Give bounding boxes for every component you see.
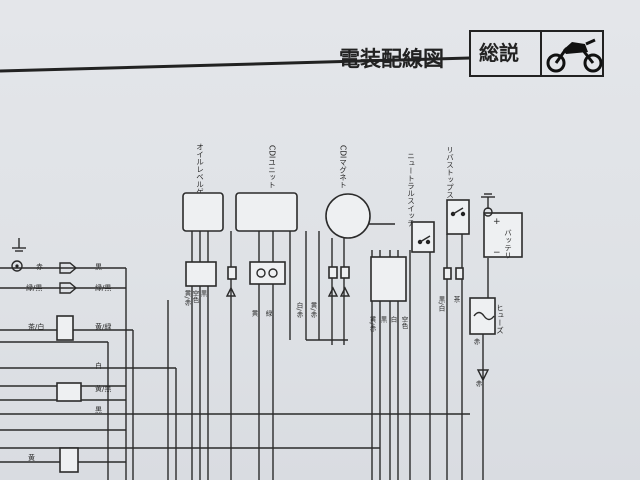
connector-cdi-unit xyxy=(249,261,286,285)
oil-level-gauge xyxy=(182,192,224,232)
wires-switches xyxy=(446,234,489,480)
wire-label: 赤 xyxy=(474,380,482,387)
label-cdi-unit: CDIユニット xyxy=(268,145,277,188)
header-tab xyxy=(469,30,604,77)
wire-label: 黄 xyxy=(250,309,258,318)
wire-label: 緑/黒 xyxy=(26,283,42,292)
cdi-unit xyxy=(235,192,298,232)
wire-label: 空色 xyxy=(191,289,199,304)
wire-label: 黒 xyxy=(95,263,102,271)
wire-label: 赤 xyxy=(36,263,43,271)
wire-label: 黄/赤 xyxy=(309,301,317,318)
label-reverse-stop-switch: リバストップスイッチ xyxy=(445,146,454,221)
connector-magneto xyxy=(370,256,407,302)
neutral-switch xyxy=(411,221,435,253)
connector-left-3 xyxy=(59,447,79,473)
label-battery: バッテリ xyxy=(503,229,512,259)
wire-label: 茶/白 xyxy=(28,322,44,331)
wire-label: 茶 xyxy=(452,295,460,303)
motorcycle-icon xyxy=(546,38,603,73)
wire-label: 緑/黒 xyxy=(95,283,111,292)
wire-label: 白/赤 xyxy=(295,301,303,318)
wire-label: 黄/黒 xyxy=(95,384,111,393)
ground-symbol xyxy=(11,238,26,272)
fuse xyxy=(469,297,496,335)
connector-left-1 xyxy=(56,315,74,341)
ground-symbol xyxy=(481,193,495,217)
svg-text:+: + xyxy=(493,217,501,227)
wire-label: 黒 xyxy=(95,406,102,414)
wire-label: 黄/緑 xyxy=(95,322,111,331)
wire-label: 緑 xyxy=(264,309,272,317)
page-title: 電装配線図 xyxy=(339,47,444,71)
wire-label: 黄 xyxy=(28,453,35,462)
label-oil-level-gauge: オイルレベルゲージ xyxy=(195,143,204,211)
label-fuse: ヒューズ xyxy=(495,304,504,335)
wire-label: 黒 xyxy=(199,290,207,298)
reverse-stop-switch xyxy=(446,199,470,235)
cdi-magneto xyxy=(325,193,371,239)
label-neutral-switch: ニュートラルスイッチ xyxy=(406,152,415,227)
wire-label: 黒 xyxy=(379,316,387,324)
section-label: 総説 xyxy=(479,41,519,65)
wire-label: 黄/赤 xyxy=(183,289,191,306)
header-rule xyxy=(0,56,471,73)
connector-left-2 xyxy=(56,382,82,402)
label-cdi-magneto: CDIマグネト xyxy=(338,145,347,188)
battery xyxy=(483,212,523,258)
wire-label: 黄/赤 xyxy=(368,315,376,332)
connector-oil-gauge xyxy=(185,261,217,287)
wire-label: 白 xyxy=(95,361,102,370)
wire-label: 白 xyxy=(389,315,397,324)
wire-label: 赤 xyxy=(472,338,480,345)
svg-text:−: − xyxy=(493,248,501,258)
wire-label: 空色 xyxy=(400,315,408,330)
wire-label: 黒/白 xyxy=(437,296,445,313)
